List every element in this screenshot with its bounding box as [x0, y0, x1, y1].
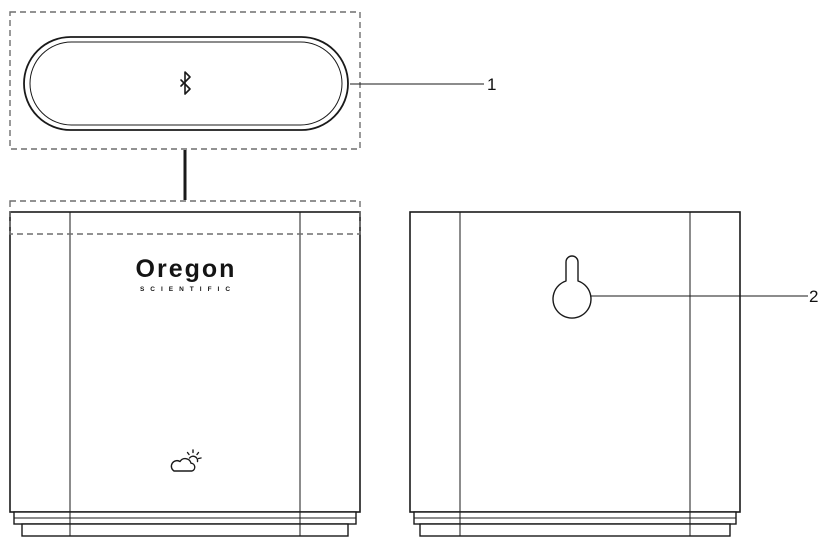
front-device-foot [21, 523, 349, 537]
back-device-foot [419, 523, 731, 537]
front-device-group: Oregon SCIENTIFIC [9, 200, 361, 537]
back-device-group [409, 211, 741, 537]
top-cover-highlight-box [9, 11, 361, 150]
keyhole-hanger-icon [552, 255, 592, 319]
front-device-top-highlight-box [9, 200, 361, 235]
front-device-body [9, 211, 361, 513]
callout-1-label: 1 [487, 75, 496, 94]
brand-logo-name: Oregon [136, 255, 237, 283]
top-cover-outer [23, 36, 349, 131]
top-cover-group [9, 11, 361, 150]
callout-2: 2 [590, 287, 818, 306]
callout-1: 1 [350, 75, 496, 94]
bluetooth-icon [180, 71, 191, 95]
weather-icon [170, 449, 202, 472]
callout-2-label: 2 [809, 287, 818, 306]
top-cover-inner [29, 41, 343, 126]
brand-logo-tagline: SCIENTIFIC [140, 286, 236, 293]
